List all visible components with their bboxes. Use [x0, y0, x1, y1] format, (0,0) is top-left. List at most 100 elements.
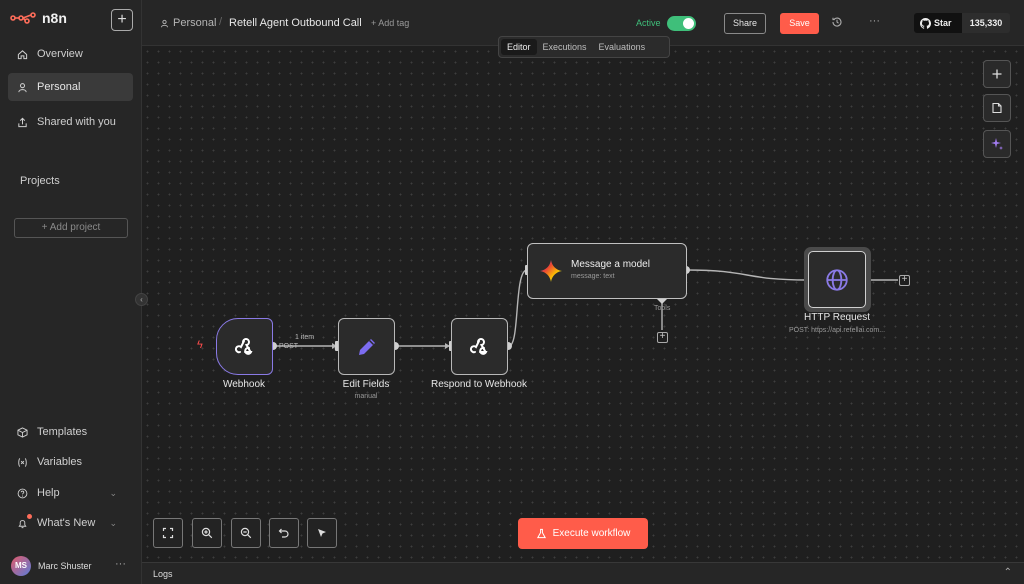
node-respond-to-webhook[interactable]	[451, 318, 508, 375]
bell-icon	[18, 519, 27, 528]
connection-message-http[interactable]	[685, 269, 809, 281]
add-node-panel-button[interactable]	[983, 60, 1011, 88]
tools-label: Tools	[654, 305, 671, 312]
breadcrumb-project: Personal	[173, 17, 217, 29]
sidebar-item-whats-new[interactable]: What's New ⌄	[8, 509, 133, 537]
sidebar-item-label: Templates	[37, 426, 88, 438]
sidebar-item-personal[interactable]: Personal	[8, 73, 133, 101]
zoom-in-button[interactable]	[192, 518, 222, 548]
ai-assistant-button[interactable]	[983, 130, 1011, 158]
node-http-request[interactable]	[808, 251, 866, 308]
sidebar-item-label: What's New	[37, 517, 96, 529]
breadcrumb[interactable]: Personal	[160, 17, 216, 29]
active-toggle[interactable]	[667, 16, 696, 31]
share-button[interactable]: Share	[724, 13, 766, 34]
cursor-icon	[318, 529, 326, 537]
chevron-up-icon[interactable]: ⌃	[1003, 567, 1012, 578]
webhook-icon	[234, 337, 252, 355]
user-menu[interactable]: MS Marc Shuster ···	[0, 548, 142, 584]
plus-icon	[992, 69, 1002, 79]
github-star-count: 135,330	[962, 13, 1010, 33]
app-name: n8n	[42, 10, 67, 26]
github-star: Star	[914, 13, 962, 33]
avatar: MS	[11, 556, 31, 576]
history-icon[interactable]	[831, 16, 843, 28]
sidebar-item-templates[interactable]: Templates	[8, 418, 133, 446]
node-label-edit-fields: Edit Fields	[342, 379, 390, 390]
sidebar-item-variables[interactable]: Variables	[8, 448, 133, 476]
sidebar-item-label: Variables	[37, 456, 83, 468]
tidy-up-button[interactable]	[307, 518, 337, 548]
projects-heading: Projects	[20, 175, 60, 187]
workflow-title[interactable]: Retell Agent Outbound Call	[229, 17, 362, 29]
sidebar: n8n + Overview Personal Shared with you …	[0, 0, 142, 584]
zoom-in-icon	[201, 527, 213, 539]
n8n-logo-icon	[10, 12, 36, 24]
active-label: Active	[636, 18, 661, 28]
more-options-icon[interactable]: ···	[869, 15, 880, 27]
edge-items-label: 1 item	[295, 334, 315, 341]
gemini-icon	[540, 260, 562, 282]
execute-workflow-label: Execute workflow	[552, 528, 631, 539]
home-icon	[17, 49, 28, 59]
node-edit-fields[interactable]	[338, 318, 395, 375]
node-label-webhook: Webhook	[222, 379, 266, 390]
globe-icon	[826, 268, 848, 291]
tab-executions[interactable]: Executions	[542, 42, 587, 52]
arrow-head	[445, 343, 450, 349]
logs-label: Logs	[153, 569, 173, 579]
save-button[interactable]: Save	[780, 13, 819, 34]
view-tabs: Editor Executions Evaluations	[498, 36, 670, 58]
logs-panel[interactable]: Logs ⌃	[142, 562, 1024, 584]
github-star-button[interactable]: Star 135,330	[914, 13, 1010, 33]
add-tag-button[interactable]: + Add tag	[371, 18, 410, 28]
notification-dot	[27, 514, 32, 519]
chevron-down-icon: ⌄	[109, 517, 117, 528]
zoom-out-button[interactable]	[231, 518, 261, 548]
pencil-icon	[358, 338, 375, 355]
tab-editor[interactable]: Editor	[501, 39, 537, 55]
undo-button[interactable]	[269, 518, 299, 548]
github-star-label: Star	[934, 18, 952, 28]
connections-layer	[269, 265, 898, 351]
trigger-bolt-icon: ϟ	[197, 339, 203, 351]
undo-icon	[278, 528, 289, 538]
sidebar-item-label: Personal	[37, 81, 81, 93]
node-webhook[interactable]	[216, 318, 273, 375]
add-tool-button[interactable]: +	[657, 332, 668, 343]
sidebar-item-label: Help	[37, 487, 60, 499]
toggle-knob	[683, 18, 694, 29]
add-project-button[interactable]: + Add project	[14, 218, 128, 238]
zoom-out-icon	[240, 527, 252, 539]
sidebar-item-overview[interactable]: Overview	[8, 40, 133, 68]
node-sub-edit-fields: manual	[354, 393, 378, 400]
variables-icon	[18, 457, 27, 467]
node-message-model[interactable]: Message a model message: text	[527, 243, 687, 299]
collapse-sidebar-button[interactable]: ‹	[135, 293, 148, 306]
workflow-canvas[interactable]: ϟ 1 item POST Webhook Edit Fields manual…	[142, 46, 1024, 562]
edge-method-label: POST	[279, 343, 299, 350]
sidebar-item-help[interactable]: Help ⌄	[8, 479, 133, 507]
share-icon	[18, 117, 27, 127]
sparkle-icon	[991, 138, 1003, 150]
flask-icon	[536, 528, 546, 539]
user-icon	[161, 19, 168, 27]
add-node-button[interactable]: +	[899, 275, 910, 286]
arrow-head	[332, 343, 337, 349]
sidebar-item-label: Shared with you	[37, 116, 116, 128]
github-icon	[920, 17, 931, 29]
sidebar-item-shared[interactable]: Shared with you	[8, 108, 133, 136]
user-name: Marc Shuster	[38, 561, 92, 571]
connection-respond-message[interactable]	[508, 269, 528, 347]
sticky-note-button[interactable]	[983, 94, 1011, 122]
fit-view-button[interactable]	[153, 518, 183, 548]
chevron-down-icon: ⌄	[109, 487, 117, 498]
tab-evaluations[interactable]: Evaluations	[598, 42, 646, 52]
node-label-message-model: Message a model	[571, 259, 650, 270]
create-new-button[interactable]: +	[111, 9, 133, 31]
more-icon[interactable]: ···	[115, 558, 126, 570]
execute-workflow-button[interactable]: Execute workflow	[518, 518, 648, 549]
n8n-logo[interactable]: n8n	[10, 10, 67, 26]
note-icon	[992, 102, 1002, 114]
